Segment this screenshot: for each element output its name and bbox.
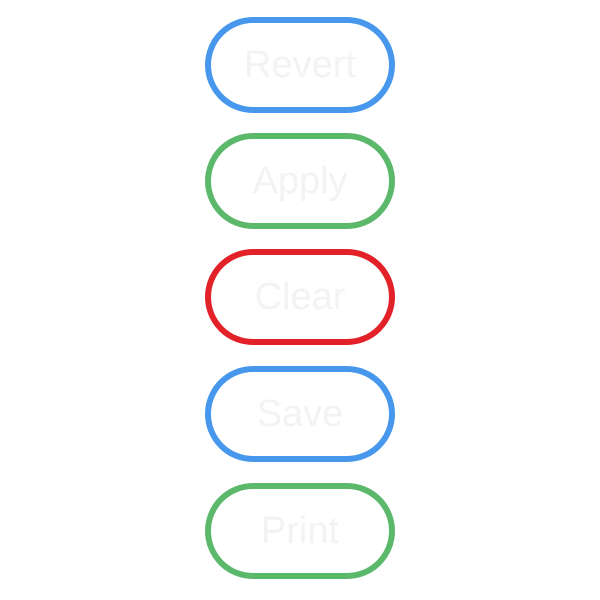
save-button[interactable]: Save bbox=[205, 366, 395, 462]
revert-button[interactable]: Revert bbox=[205, 17, 395, 113]
clear-button[interactable]: Clear bbox=[205, 249, 395, 345]
apply-button[interactable]: Apply bbox=[205, 133, 395, 229]
print-button[interactable]: Print bbox=[205, 483, 395, 579]
